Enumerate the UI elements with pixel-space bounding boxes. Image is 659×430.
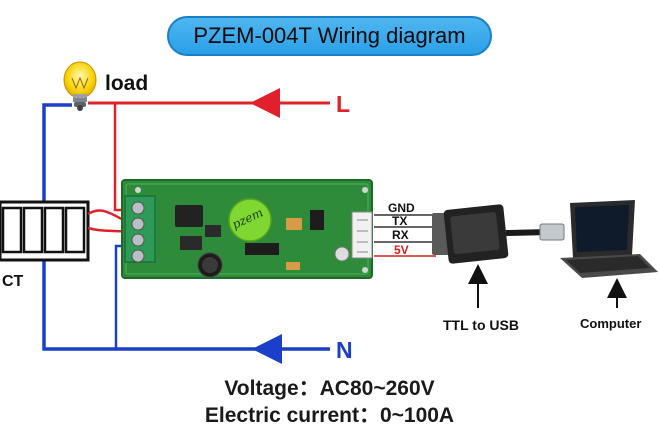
ttl-to-usb-label: TTL to USB [443, 317, 519, 333]
line-label: L [336, 91, 351, 117]
ct-label: CT [2, 273, 24, 290]
pin-rx: RX [392, 228, 409, 242]
laptop-icon [560, 200, 658, 278]
current-spec: Electric current：0~100A [204, 404, 455, 427]
pin-gnd: GND [388, 201, 415, 215]
neutral-label: N [336, 337, 353, 363]
voltage-spec: Voltage：AC80~260V [224, 377, 435, 400]
pin-lines [374, 214, 436, 257]
ct-coil [0, 200, 129, 262]
bulb-icon [63, 61, 97, 111]
computer-label: Computer [580, 316, 642, 331]
pin-5v: 5V [394, 243, 409, 257]
diagram-title: PZEM-004T Wiring diagram [167, 16, 492, 56]
pzem-board [121, 179, 373, 279]
load-label: load [105, 72, 149, 95]
ttl-usb-adapter [432, 204, 565, 264]
pin-tx: TX [392, 214, 407, 228]
